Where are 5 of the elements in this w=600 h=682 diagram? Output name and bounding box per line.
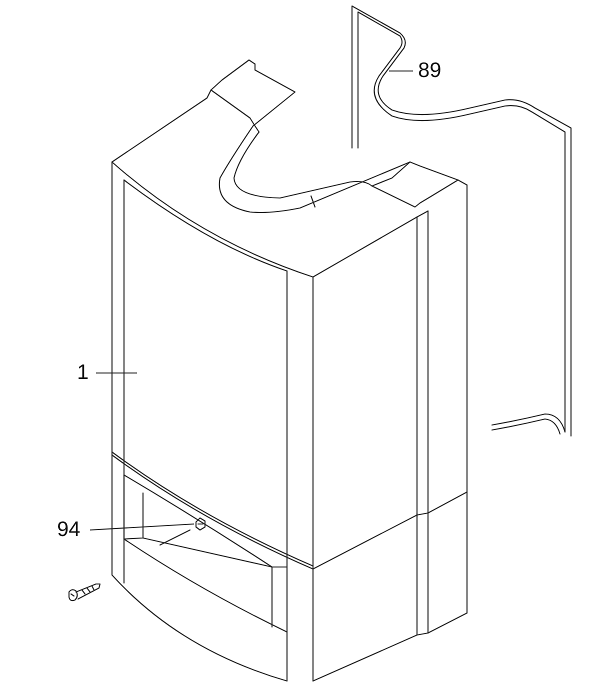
leader-line — [96, 372, 137, 374]
callout-number: 94 — [57, 518, 80, 542]
leader-line — [389, 70, 413, 72]
callout-number: 89 — [418, 59, 442, 83]
callout-number: 1 — [77, 361, 89, 385]
